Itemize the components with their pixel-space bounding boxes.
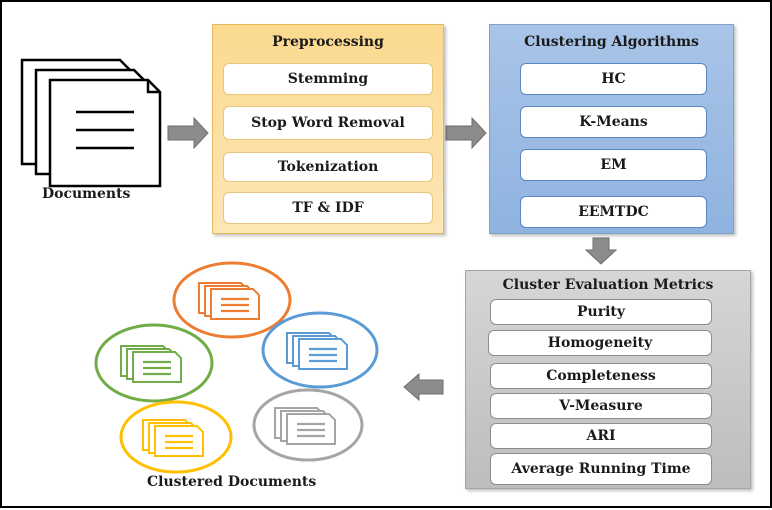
metric-average-running-time: Average Running Time	[490, 453, 712, 485]
metric-homogeneity: Homogeneity	[488, 330, 712, 356]
clustering-algorithms-panel: Clustering Algorithms HC K-Means EM EEMT…	[489, 24, 734, 234]
algorithm-k-means: K-Means	[520, 106, 707, 138]
arrow-clustering-to-evaluation	[584, 237, 618, 265]
preprocessing-step-stemming: Stemming	[223, 63, 433, 95]
clustering-title: Clustering Algorithms	[524, 34, 699, 50]
cluster-3	[94, 323, 214, 403]
arrow-evaluation-to-clusters	[403, 372, 444, 402]
input-documents-icon	[20, 58, 162, 188]
document-stack-icon	[198, 282, 260, 320]
preprocessing-step-tf-idf: TF & IDF	[223, 192, 433, 224]
preprocessing-step-tokenization: Tokenization	[223, 152, 433, 182]
cluster-2	[261, 311, 379, 389]
algorithm-eemtdc: EEMTDC	[520, 196, 707, 228]
arrow-preprocessing-to-clustering	[445, 116, 487, 150]
cluster-5	[252, 388, 364, 462]
preprocessing-title: Preprocessing	[272, 34, 384, 50]
document-stack-icon	[142, 419, 204, 457]
algorithm-em: EM	[520, 149, 707, 181]
cluster-1	[172, 261, 292, 339]
document-stack-icon	[286, 332, 348, 370]
evaluation-title: Cluster Evaluation Metrics	[502, 277, 714, 293]
document-stack-icon	[120, 345, 182, 383]
preprocessing-step-stop-word-removal: Stop Word Removal	[223, 106, 433, 140]
preprocessing-panel: Preprocessing Stemming Stop Word Removal…	[212, 24, 444, 234]
clustered-documents-label: Clustered Documents	[147, 474, 317, 490]
document-stack-icon	[274, 407, 336, 445]
arrow-documents-to-preprocessing	[167, 116, 209, 150]
metric-ari: ARI	[490, 423, 712, 449]
metric-completeness: Completeness	[490, 363, 712, 389]
documents-label: Documents	[42, 186, 131, 202]
metric-purity: Purity	[490, 299, 712, 325]
cluster-4	[119, 400, 233, 474]
algorithm-hc: HC	[520, 63, 707, 95]
evaluation-metrics-panel: Cluster Evaluation Metrics Purity Homoge…	[465, 270, 751, 489]
metric-v-measure: V-Measure	[490, 393, 712, 419]
